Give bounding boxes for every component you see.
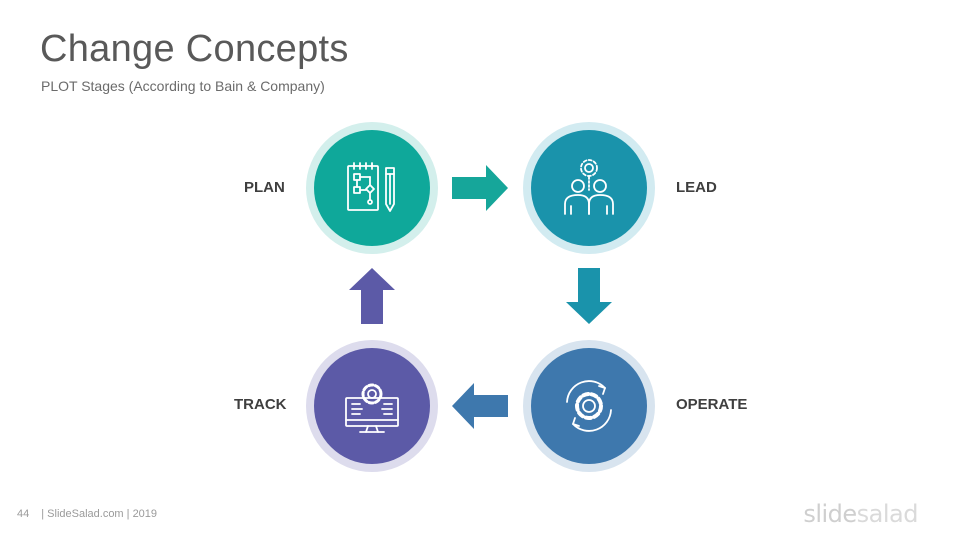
operate-circle — [523, 340, 655, 472]
footer-credit: | SlideSalad.com | 2019 — [41, 508, 158, 520]
stage-label-operate: OPERATE — [676, 396, 748, 413]
arrow-lead-to-operate — [566, 268, 612, 324]
arrow-operate-to-track — [452, 383, 508, 429]
stage-label-plan: PLAN — [244, 179, 285, 196]
flowchart-pencil-icon — [347, 162, 395, 212]
logo-part-salad: salad — [856, 500, 919, 528]
lead-circle — [523, 122, 655, 254]
arrow-plan-to-lead — [452, 165, 508, 211]
team-gear-icon — [564, 159, 614, 215]
track-circle — [306, 340, 438, 472]
slidesalad-logo: slidesalad — [803, 500, 918, 528]
stage-label-lead: LEAD — [676, 179, 717, 196]
monitor-gear-icon — [345, 383, 399, 433]
logo-part-slide: slide — [803, 500, 857, 528]
page-number: 44 — [17, 508, 30, 520]
arrow-track-to-plan — [349, 268, 395, 324]
plan-circle — [306, 122, 438, 254]
footer: 44 | SlideSalad.com | 2019 — [17, 508, 157, 520]
plan-circle-fill — [314, 130, 430, 246]
slide-title: Change Concepts — [40, 28, 349, 70]
track-circle-fill — [314, 348, 430, 464]
lead-circle-fill — [531, 130, 647, 246]
slide-subtitle: PLOT Stages (According to Bain & Company… — [41, 78, 325, 94]
gear-cycle-icon — [566, 380, 612, 432]
operate-circle-fill — [531, 348, 647, 464]
stage-label-track: TRACK — [234, 396, 287, 413]
